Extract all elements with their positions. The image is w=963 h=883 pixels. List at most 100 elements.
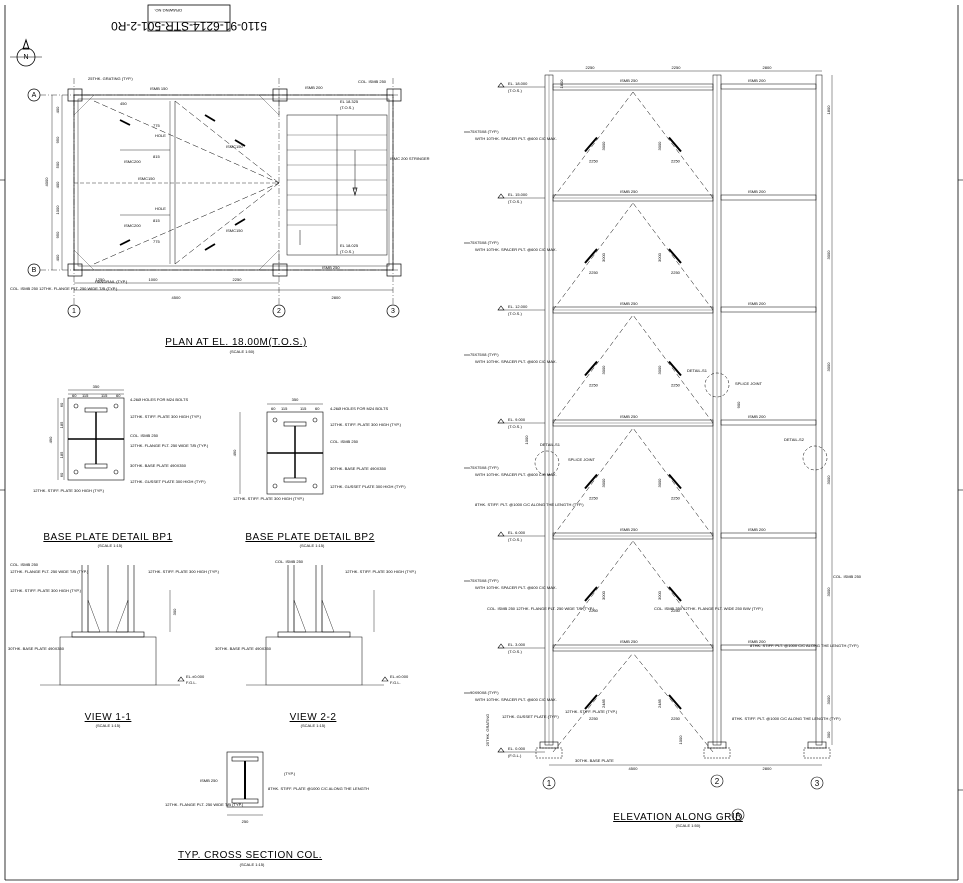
plan-dim-1250: 1250 xyxy=(96,277,106,282)
v11-note-el: EL.±0.000 xyxy=(186,674,205,679)
beam-200-label: ISMB 200 xyxy=(748,527,766,532)
plan-grid-a: A xyxy=(32,92,37,99)
beam-200-label: ISMB 200 xyxy=(748,189,766,194)
v22-note-el: EL.±0.000 xyxy=(390,674,409,679)
brace-right xyxy=(632,427,714,537)
brace-right xyxy=(632,314,714,424)
elev-grid-1: 1 xyxy=(547,779,552,788)
xsec-note-ismb: ISMB 250 xyxy=(200,778,218,783)
bp2-dim-490: 490 xyxy=(232,449,237,456)
brace-label: 75X75X8 (TYP.) xyxy=(470,352,499,357)
brace-plate-left xyxy=(584,473,598,490)
bp1-title: BASE PLATE DETAIL BP1 xyxy=(43,532,172,543)
brace-dim-h-right: 2250 xyxy=(671,496,681,501)
level-marker xyxy=(497,531,505,537)
elev-title: ELEVATION ALONG GRID xyxy=(613,812,743,823)
elev-pedestal xyxy=(535,747,563,759)
brace-dim-v-right: 3000 xyxy=(657,365,662,375)
brace-dim-h-right: 2250 xyxy=(671,270,681,275)
bp1-dim-left-185b: 185 xyxy=(59,451,64,458)
bp2-note-stiff2: 12THK. STIFF. PLATE 300 HIGH (TYP.) xyxy=(233,496,305,501)
plan-ismb200-top: ISMB 200 xyxy=(305,85,323,90)
level-marker xyxy=(497,747,505,753)
plan-grid-b: B xyxy=(32,267,37,274)
brace-left xyxy=(552,91,634,199)
bp2-note-stiff: 12THK. STIFF. PLATE 300 HIGH (TYP.) xyxy=(330,422,402,427)
brace-dim-v-left: 3000 xyxy=(601,252,606,262)
level-marker xyxy=(497,82,505,88)
bp2-note-holes: 4-26Ø HOLES FOR M24 BOLTS xyxy=(330,406,388,411)
view-1-1: 300 COL. ISMB 250 12THK. FLANGE PLT. 250… xyxy=(8,562,220,728)
brace-left xyxy=(552,314,634,424)
elev-detail-s1: DETAIL-S1 xyxy=(540,442,561,447)
brace-dim-v-right: 3000 xyxy=(657,252,662,262)
elev-grid-2: 2 xyxy=(715,777,720,786)
sheet-border xyxy=(0,5,963,881)
level-label: EL. 15.000 xyxy=(508,192,528,197)
plan-col-label: COL. ISMB 250 xyxy=(358,79,387,84)
brace-left xyxy=(552,652,634,753)
plan-ismc200-b: ISMC200 xyxy=(124,223,141,228)
level-label: EL. 0.000 xyxy=(508,746,526,751)
elev-pedestal xyxy=(803,747,831,759)
beam-250-label: ISMB 250 xyxy=(620,527,638,532)
beam-200 xyxy=(720,644,817,651)
level-marker xyxy=(497,643,505,649)
beam-250-label: ISMB 250 xyxy=(620,639,638,644)
level-marker xyxy=(497,418,505,424)
elev-scale: (SCALE 1:50) xyxy=(676,823,701,828)
plan-el18325-tos: (T.O.S.) xyxy=(340,105,354,110)
v22-note-col: COL. ISMB 250 xyxy=(275,559,304,564)
v11-note-fgl: F.G.L. xyxy=(186,680,197,685)
plan-ismb250: ISMB 250 xyxy=(322,265,340,270)
base-plate-bp1: 350 60 115 115 60 490 60 185 185 60 4-26… xyxy=(33,384,209,548)
v11-scale: (SCALE 1:15) xyxy=(96,723,121,728)
elev-splice-2: SPLICE JOINT xyxy=(735,381,762,386)
level-label: EL. 9.000 xyxy=(508,417,526,422)
brace-dim-v-right: 3000 xyxy=(657,478,662,488)
brace-right xyxy=(632,202,714,311)
brace-dim-h-left: 2250 xyxy=(589,496,599,501)
elev-rdim-7: 300 xyxy=(826,731,831,738)
brace-plate-left xyxy=(584,248,598,264)
plan-dim-left-2: 950 xyxy=(55,136,60,143)
bp2-title: BASE PLATE DETAIL BP2 xyxy=(245,532,374,543)
elev-title-grid: A xyxy=(735,811,741,820)
plan-dim-left-5: 1000 xyxy=(55,205,60,215)
plan-grid-3: 3 xyxy=(391,308,395,315)
plan-size-815b: 815 xyxy=(153,218,160,223)
plan-ismc150-a: ISMC150 xyxy=(226,144,243,149)
base-plate-bp2: 350 60 115 115 60 490 4-26Ø HOLES FOR M2… xyxy=(232,397,406,548)
brace-dim-h-left: 2250 xyxy=(589,608,599,613)
v22-note-stiff: 12THK. STIFF. PLATE 300 HIGH (TYP.) xyxy=(345,569,417,574)
brace-plate-right xyxy=(668,694,682,710)
brace-plate-right xyxy=(668,473,682,490)
plan-size-775b: 775 xyxy=(153,239,160,244)
brace-plate-left xyxy=(584,136,598,153)
plan-el18025-tos: (T.O.S.) xyxy=(340,249,354,254)
elev-rdim-2: 3000 xyxy=(826,250,831,260)
bp2-scale: (SCALE 1:15) xyxy=(300,543,325,548)
beam-200-label: ISMB 200 xyxy=(748,414,766,419)
bp1-dim-115a: 115 xyxy=(82,393,89,398)
bp2-note-col: COL. ISMB 250 xyxy=(330,439,359,444)
elev-rdim-1: 1800 xyxy=(826,105,831,115)
bp1-scale: (SCALE 1:15) xyxy=(98,543,123,548)
brace-dim-h-left: 2250 xyxy=(589,270,599,275)
elev-detail-s1-b: DETAIL-S1 xyxy=(687,368,708,373)
plan-size-775a: 775 xyxy=(153,123,160,128)
brace-label: 75X75X8 (TYP.) xyxy=(470,129,499,134)
north-arrow: N xyxy=(10,38,42,67)
elev-note-stiff8: 8THK. STIFF. PLT. @1000 C/C ALONG THE LE… xyxy=(732,716,841,721)
beam-200 xyxy=(720,532,817,539)
bp1-dim-490: 490 xyxy=(48,436,53,443)
view-2-2: COL. ISMB 250 12THK. STIFF. PLATE 300 HI… xyxy=(215,559,417,728)
plan-hole-a: HOLE xyxy=(155,133,166,138)
plan-ismb150-top: ISMB 150 xyxy=(150,86,168,91)
plan-ismc150-c: ISMC150 xyxy=(138,176,155,181)
brace-dim-v-left: 3000 xyxy=(601,478,606,488)
bp2-dim-115b: 115 xyxy=(300,406,307,411)
brace-plate-right xyxy=(668,136,682,153)
elev-splice-1: SPLICE JOINT xyxy=(568,457,595,462)
plan-ismc150-b: ISMC150 xyxy=(226,228,243,233)
